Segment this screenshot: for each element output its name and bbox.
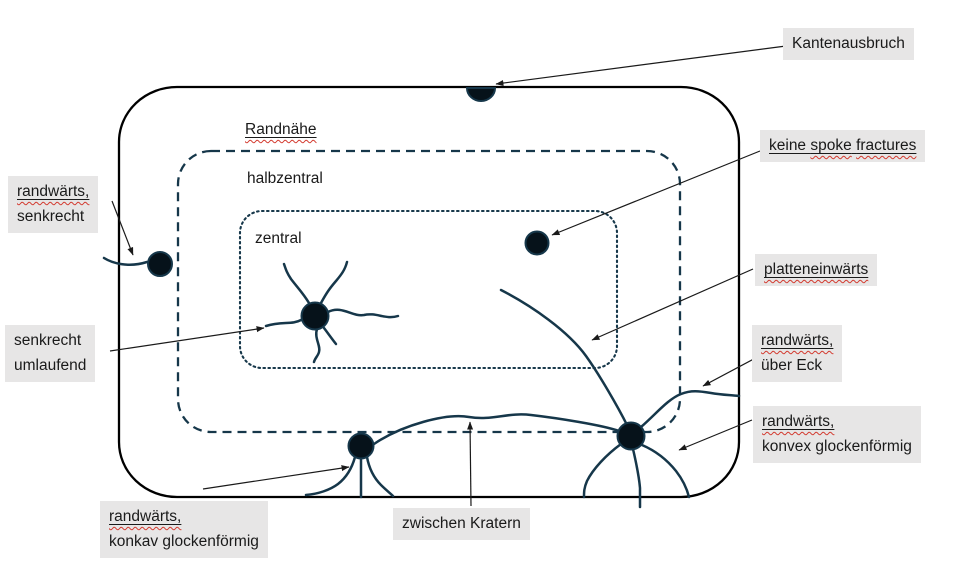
zone-label-zentral: zentral — [255, 229, 302, 249]
zone-label-randnaehe: Randnähe — [245, 120, 317, 140]
label-platteneinwaerts-text: platteneinwärts — [764, 261, 869, 278]
bell-convex-left — [582, 442, 623, 499]
label-keine-spoke-text: keine spoke fractures — [769, 137, 917, 154]
label-randwaerts-konkav: randwärts, konkav glockenförmig — [100, 501, 268, 558]
crater-dot-bottom-center — [347, 432, 375, 460]
spider-leg-right — [326, 308, 400, 319]
zone-border-dashed — [176, 149, 682, 434]
label-keine-spoke-fractures: keine spoke fractures — [760, 130, 926, 162]
label-zwischen-kratern-text: zwischen Kratern — [402, 515, 521, 532]
label-platteneinwaerts: platteneinwärts — [755, 254, 878, 286]
spider-leg-down — [312, 327, 321, 364]
crater-dot-bottom-right — [616, 421, 646, 451]
annotation-arrows — [109, 45, 787, 507]
zone-outer-text: Randnähe — [245, 121, 317, 138]
spider-leg-up-left — [282, 262, 311, 305]
plate-outline — [117, 85, 741, 499]
label-randwaerts-ueber-eck: randwärts, über Eck — [752, 325, 843, 382]
edge-chip — [465, 87, 497, 102]
arrow-randwaerts-senkrecht — [111, 200, 134, 256]
label-zwischen-kratern: zwischen Kratern — [393, 508, 530, 540]
arrow-konkav — [202, 465, 350, 490]
arrow-kantenausbruch — [495, 45, 787, 87]
crater-dot-no-spoke — [524, 230, 550, 256]
crater-dots — [147, 87, 646, 460]
label-senkrecht-umlaufend: senkrecht umlaufend — [5, 325, 96, 382]
arrow-zwischen-kratern — [467, 421, 474, 507]
arrow-platteneinwaerts — [591, 268, 754, 341]
spider-leg-down-right — [322, 326, 338, 346]
crater-dot-left — [147, 251, 173, 277]
spider-leg-up-right — [319, 260, 349, 305]
bell-concave-left — [304, 455, 357, 497]
label-randwaerts-senkrecht: randwärts, senkrecht — [8, 176, 99, 233]
zone-border-dotted — [238, 209, 619, 370]
label-randwaerts-konvex: randwärts, konvex glockenförmig — [753, 406, 921, 463]
spider-leg-left — [264, 318, 303, 328]
bell-convex-middle — [631, 447, 642, 509]
label-kantenausbruch: Kantenausbruch — [783, 28, 914, 60]
crater-dot-spider — [300, 301, 330, 331]
fracture-zwischen-kratern — [372, 413, 621, 446]
arrow-keine-spoke — [551, 150, 761, 236]
zone-inner-text: zentral — [255, 230, 302, 247]
bell-convex-right — [640, 443, 691, 499]
fracture-lines — [102, 256, 741, 509]
arrow-konvex — [678, 419, 753, 451]
zone-label-halbzentral: halbzentral — [247, 169, 323, 189]
arrow-senkrecht-umlaufend — [109, 326, 265, 352]
zone-middle-text: halbzentral — [247, 170, 323, 187]
fracture-platteneinwaerts — [499, 288, 629, 427]
bell-concave-right — [365, 455, 395, 498]
fracture-randwaerts-senkrecht — [102, 256, 149, 266]
label-kantenausbruch-text: Kantenausbruch — [792, 35, 905, 52]
fracture-ueber-eck — [639, 390, 741, 429]
